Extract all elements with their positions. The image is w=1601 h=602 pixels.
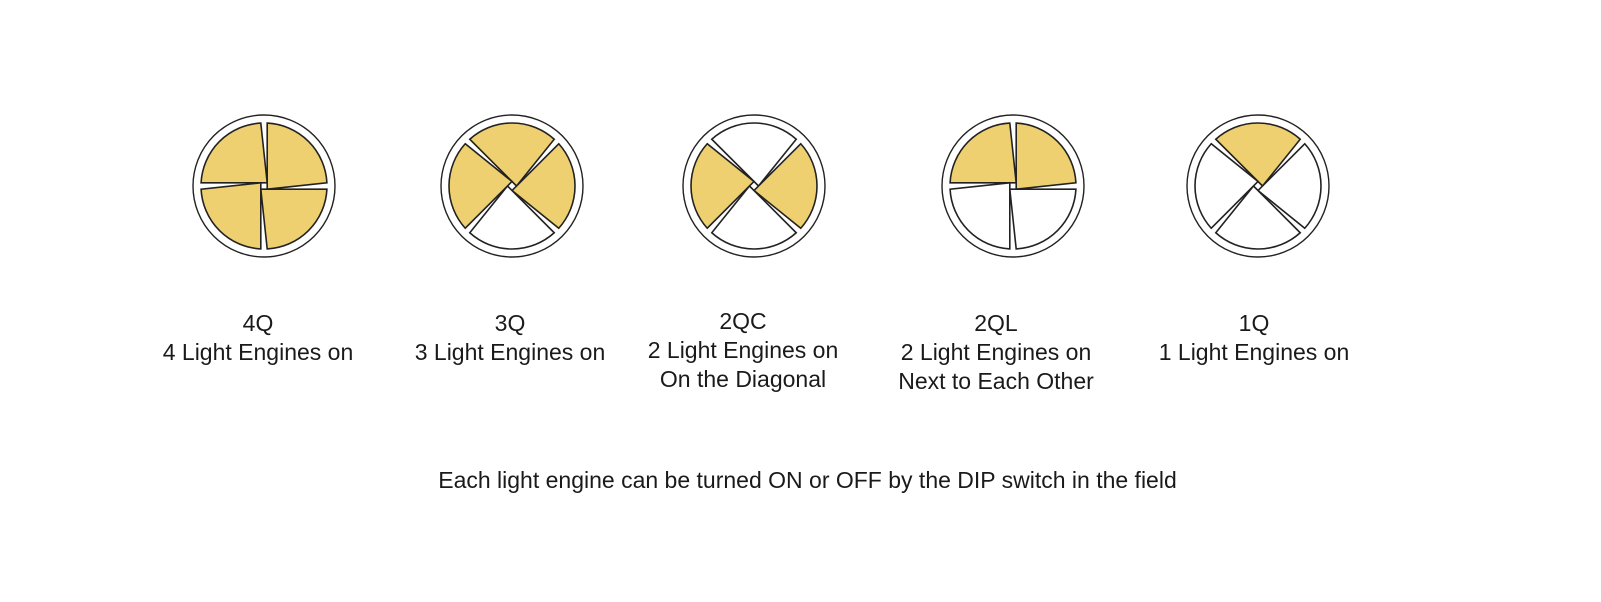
footnote: Each light engine can be turned ON or OF… — [438, 467, 1177, 493]
mode-label-2qc: 2QC 2 Light Engines on On the Diagonal — [648, 307, 839, 394]
light-engine-left-on — [200, 181, 262, 250]
wheel-2ql — [941, 114, 1085, 258]
light-engine-bottom-off — [468, 184, 556, 250]
light-engine-bottom-off — [1214, 184, 1302, 250]
mode-description-detail: Next to Each Other — [898, 368, 1094, 394]
wheel-outer-ring — [440, 114, 584, 258]
wheel-2qc — [682, 114, 826, 258]
light-engine-left-on — [448, 142, 514, 230]
wheel-outer-ring — [1186, 114, 1330, 258]
light-engine-right-on — [752, 142, 818, 230]
light-engine-left-off — [949, 181, 1011, 250]
mode-description: 1 Light Engines on — [1158, 339, 1350, 365]
light-engine-right-on — [1015, 122, 1077, 191]
light-engine-bottom-off — [710, 184, 798, 250]
mode-code: 1Q — [1238, 310, 1270, 336]
light-engine-top-off — [710, 122, 798, 188]
mode-label-4q: 4Q 4 Light Engines on — [163, 309, 354, 367]
mode-description: 2 Light Engines on — [647, 337, 839, 363]
mode-description: 3 Light Engines on — [414, 339, 606, 365]
wheel-outer-ring — [941, 114, 1085, 258]
light-engine-top-on — [949, 122, 1018, 184]
light-engine-top-on — [468, 122, 556, 188]
light-engine-top-on — [1214, 122, 1302, 188]
mode-label-3q: 3Q 3 Light Engines on — [415, 309, 606, 367]
mode-code: 2QC — [719, 308, 767, 334]
mode-label-1q: 1Q 1 Light Engines on — [1159, 309, 1350, 367]
wheel-outer-ring — [192, 114, 336, 258]
mode-description: 4 Light Engines on — [162, 339, 354, 365]
wheel-outer-ring — [682, 114, 826, 258]
light-engine-left-off — [1194, 142, 1260, 230]
wheel-3q — [440, 114, 584, 258]
light-engine-right-on — [510, 142, 576, 230]
wheel-4q — [192, 114, 336, 258]
mode-code: 4Q — [242, 310, 274, 336]
light-engine-bottom-off — [1008, 188, 1077, 250]
light-engine-right-off — [1256, 142, 1322, 230]
light-engine-right-on — [266, 122, 328, 191]
mode-code: 2QL — [974, 310, 1018, 336]
mode-description: 2 Light Engines on — [900, 339, 1092, 365]
mode-label-2ql: 2QL 2 Light Engines on Next to Each Othe… — [898, 309, 1094, 396]
light-engine-bottom-on — [259, 188, 328, 250]
wheel-1q — [1186, 114, 1330, 258]
mode-description-detail: On the Diagonal — [659, 366, 827, 392]
mode-code: 3Q — [494, 310, 526, 336]
light-engine-left-on — [690, 142, 756, 230]
light-engine-top-on — [200, 122, 269, 184]
